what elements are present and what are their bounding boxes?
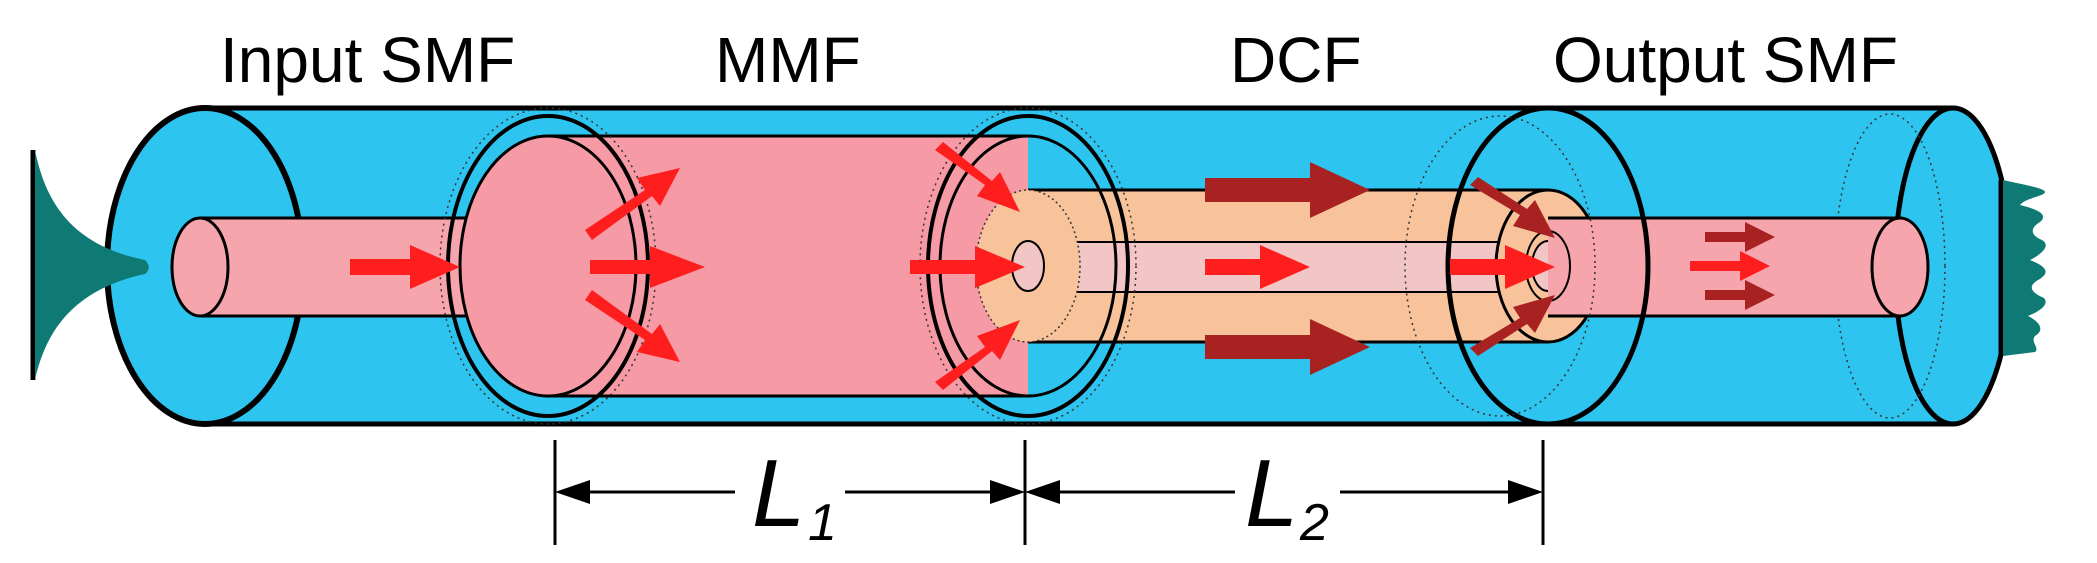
output-smf-label: Output SMF xyxy=(1553,24,1898,96)
l1-subscript: 1 xyxy=(808,494,837,552)
mmf-spreading-arrows xyxy=(585,142,1025,390)
output-propagation-arrows xyxy=(1690,222,1775,310)
l1-dimension: L 1 xyxy=(553,440,1027,552)
l1-label: L xyxy=(752,440,805,547)
dcf-output-junction xyxy=(1404,105,1651,427)
input-propagation-arrow xyxy=(350,245,460,289)
output-pulse-icon xyxy=(1998,180,2046,356)
input-pulse-icon xyxy=(30,150,149,380)
dcf-label: DCF xyxy=(1230,24,1362,96)
l2-dimension: L 2 xyxy=(1025,440,1545,552)
mmf-label: MMF xyxy=(715,24,861,96)
input-smf-label: Input SMF xyxy=(220,24,515,96)
dcf-propagation-arrows xyxy=(1205,162,1555,375)
l2-label: L xyxy=(1245,440,1298,547)
l2-subscript: 2 xyxy=(1299,494,1329,552)
